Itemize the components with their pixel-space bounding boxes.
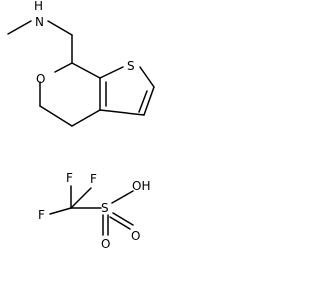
atom-label-pyran-o: O [36,72,45,86]
bond-c7a-c7 [71,62,101,79]
triflic-acid-structure: F F F OH S O O [38,171,150,251]
bond-n-ch2 [47,20,73,36]
atom-label-f-top: F [66,171,73,185]
bond-methyl-n [7,20,32,35]
bond-c2-c3-inner [138,90,148,113]
bond-c4-c3a [71,109,101,127]
bond-s-o-upper-b [109,216,131,230]
atom-label-f-left: F [38,208,45,222]
atom-label-f-right: F [90,172,97,186]
thienopyran-amine-structure: H N S O [7,0,155,127]
atom-label-amine-n: N [35,15,44,29]
atom-label-oxo-lower: O [101,237,110,251]
bond-c5-c4 [39,105,73,127]
bond-s-o-upper-a [112,212,134,226]
atom-label-hydroxyl: OH [132,179,150,193]
bond-c7a-s [99,66,124,79]
bond-c3-c3a [99,109,145,116]
bond-c-f-right [70,187,92,209]
atom-label-thiophene-s: S [127,59,135,73]
atom-label-amine-h: H [34,0,43,13]
structure-canvas: H N S O F F F OH S O O [7,0,155,251]
bond-c7-o [54,62,73,73]
bond-s-c2 [139,66,155,88]
bond-s-oh [111,190,134,204]
bond-c2-c3 [143,86,155,116]
atom-label-sulfonyl-s: S [101,201,109,215]
atom-label-oxo-upper: O [131,229,140,243]
bond-c-f-left [49,207,72,215]
